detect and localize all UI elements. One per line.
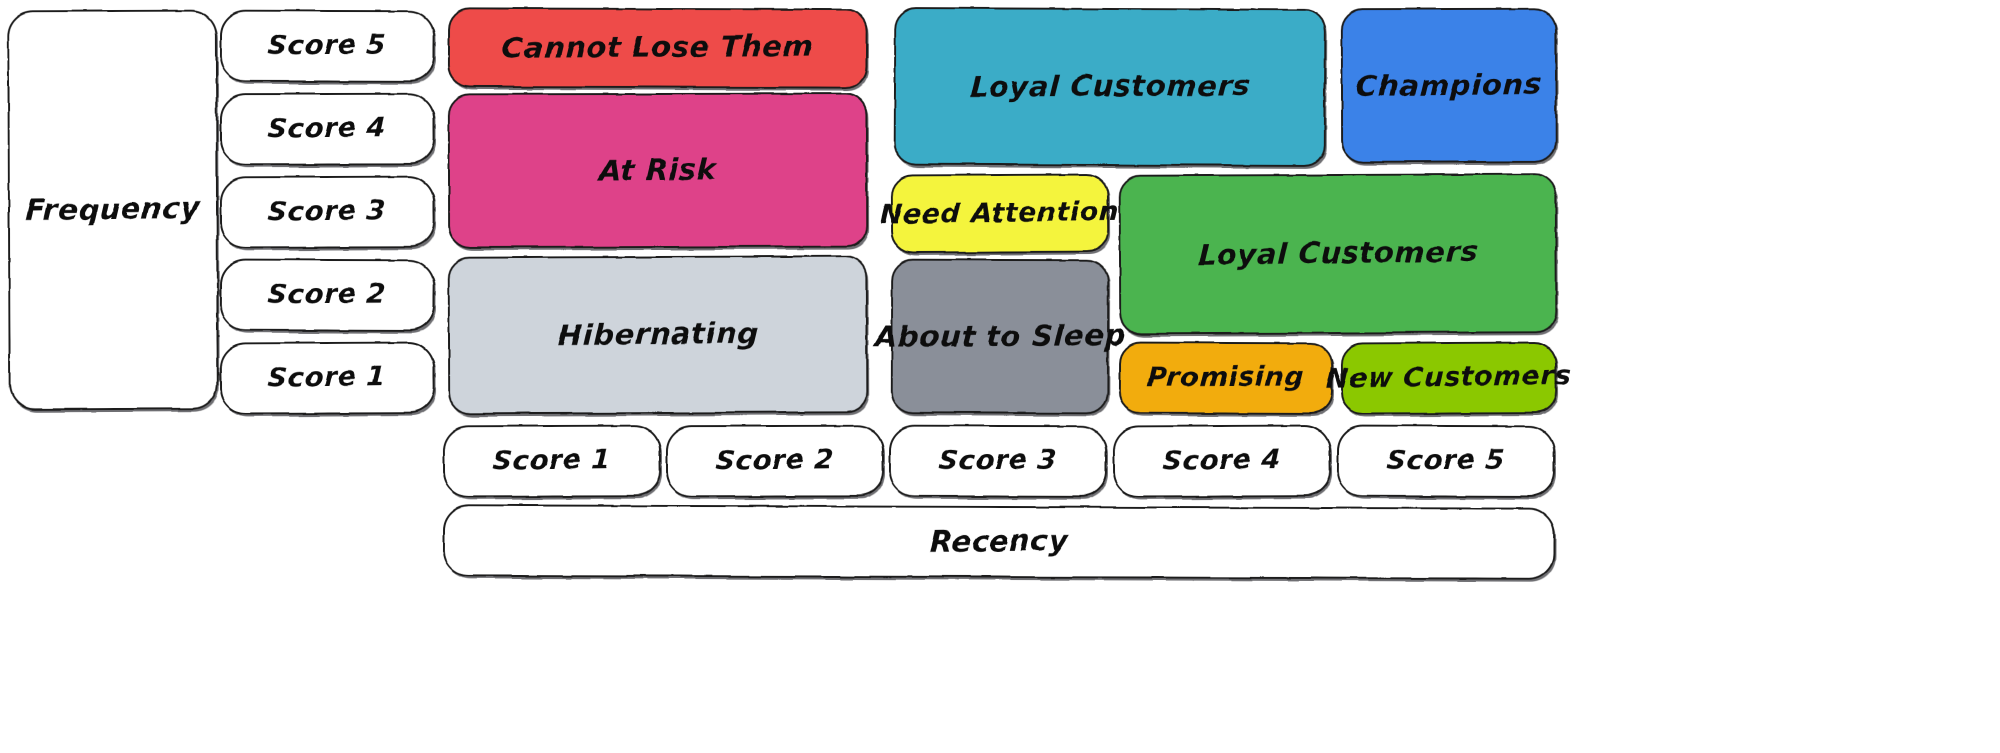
segment-loyal-customers-green[interactable]: Loyal Customers — [1118, 173, 1558, 335]
segment-need-attention-label: Need Attention — [879, 196, 1121, 231]
segment-at-risk[interactable]: At Risk — [447, 92, 869, 249]
segment-loyal-customers-teal[interactable]: Loyal Customers — [893, 7, 1327, 167]
frequency-score-2[interactable]: Score 2 — [219, 258, 436, 332]
segment-loyal-customers-green-label: Loyal Customers — [1197, 234, 1479, 273]
recency-score-4-label: Score 4 — [1162, 444, 1282, 478]
recency-score-1-label: Score 1 — [492, 444, 612, 478]
recency-score-4[interactable]: Score 4 — [1112, 424, 1332, 498]
frequency-score-5[interactable]: Score 5 — [219, 9, 436, 83]
segment-champions-label: Champions — [1355, 66, 1543, 103]
recency-score-2[interactable]: Score 2 — [665, 424, 885, 498]
frequency-score-1[interactable]: Score 1 — [219, 341, 436, 415]
segment-need-attention[interactable]: Need Attention — [880, 173, 1120, 254]
segment-loyal-customers-teal-label: Loyal Customers — [968, 68, 1252, 104]
frequency-score-4-label: Score 4 — [267, 112, 388, 146]
segment-champions[interactable]: Champions — [1340, 7, 1558, 164]
recency-axis-label-text: Recency — [929, 523, 1070, 559]
frequency-score-4[interactable]: Score 4 — [219, 92, 436, 166]
recency-score-3-label: Score 3 — [938, 445, 1058, 477]
recency-score-3[interactable]: Score 3 — [888, 424, 1108, 498]
recency-score-1[interactable]: Score 1 — [442, 424, 662, 498]
segment-promising[interactable]: Promising — [1118, 341, 1334, 415]
frequency-score-3-label: Score 3 — [267, 195, 388, 229]
segment-new-customers[interactable]: New Customers — [1326, 341, 1572, 415]
segment-about-to-sleep[interactable]: About to Sleep — [874, 258, 1126, 415]
frequency-score-1-label: Score 1 — [267, 361, 388, 395]
frequency-axis-label: Frequency — [7, 9, 219, 411]
frequency-score-2-label: Score 2 — [267, 279, 388, 311]
frequency-score-3[interactable]: Score 3 — [219, 175, 436, 249]
segment-hibernating-label: Hibernating — [556, 316, 760, 353]
segment-at-risk-label: At Risk — [598, 152, 718, 188]
segment-about-to-sleep-label: About to Sleep — [873, 318, 1127, 354]
recency-axis-label: Recency — [442, 504, 1556, 580]
segment-hibernating[interactable]: Hibernating — [447, 255, 869, 415]
recency-score-5-label: Score 5 — [1386, 445, 1506, 477]
recency-score-5[interactable]: Score 5 — [1336, 424, 1556, 498]
segment-cannot-lose-them[interactable]: Cannot Lose Them — [447, 7, 869, 89]
segment-new-customers-label: New Customers — [1325, 360, 1573, 396]
frequency-score-5-label: Score 5 — [267, 30, 388, 62]
segment-promising-label: Promising — [1146, 362, 1306, 394]
segment-cannot-lose-them-label: Cannot Lose Them — [501, 29, 815, 66]
frequency-axis-label-text: Frequency — [25, 191, 201, 228]
recency-score-2-label: Score 2 — [715, 444, 835, 478]
